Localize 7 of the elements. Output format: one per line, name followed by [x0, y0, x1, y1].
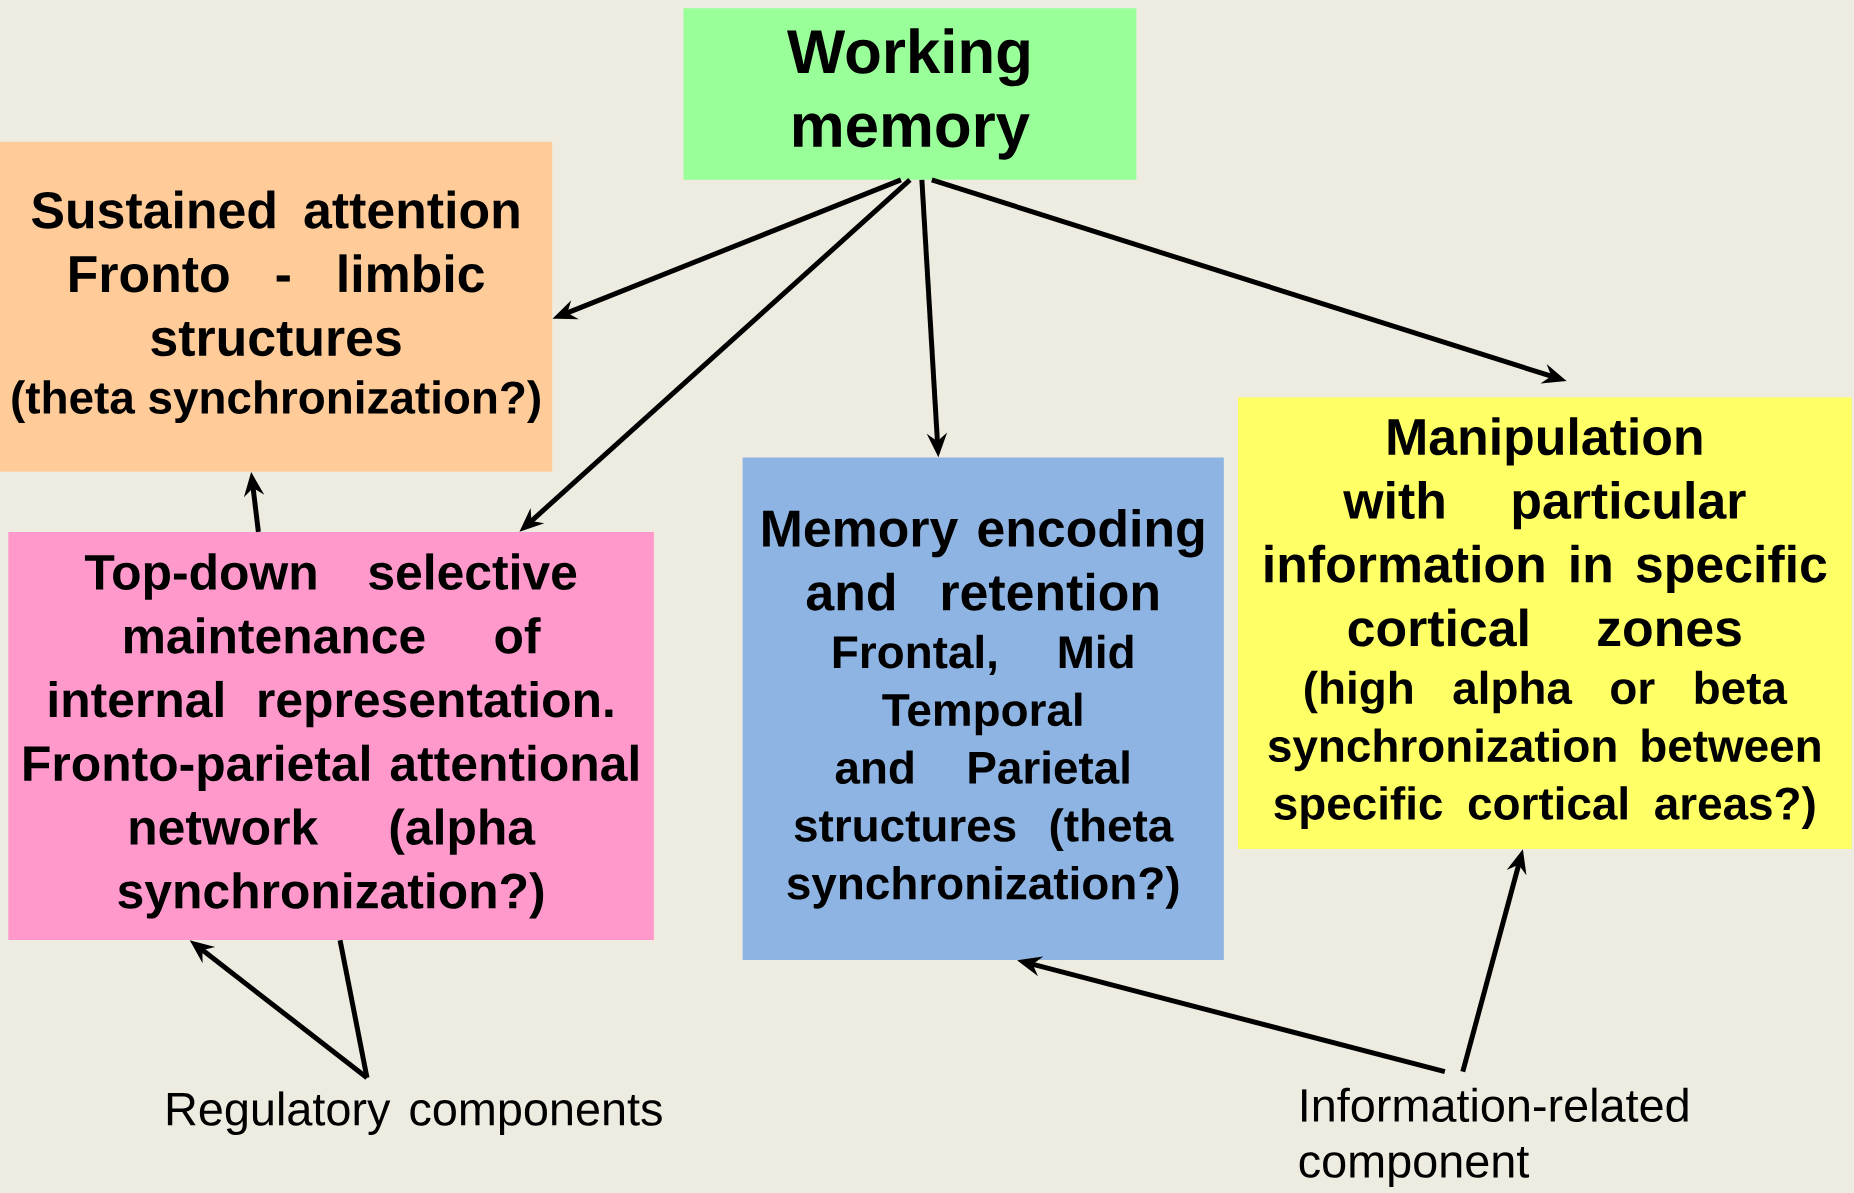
process-box: Manipulation with particular information in specific cortical zones (high alpha or beta synchronization between specific cortical areas?)	[1237, 397, 1852, 849]
component-label: Information-related component	[1299, 1087, 1688, 1188]
process-box: Memory encoding and retention Frontal, Mid Temporal and Parietal structures (theta synchronization?)	[742, 457, 1224, 961]
process-box: Working memory	[683, 8, 1137, 180]
process-box: Top-down selective maintenance of internal representation. Fronto-parietal attentional network (alpha synchronization?)	[8, 532, 654, 940]
component-label: Regulatory components	[167, 1091, 662, 1135]
process-box: Sustained attention Fronto - limbic structures (theta synchronization?)	[0, 141, 553, 472]
